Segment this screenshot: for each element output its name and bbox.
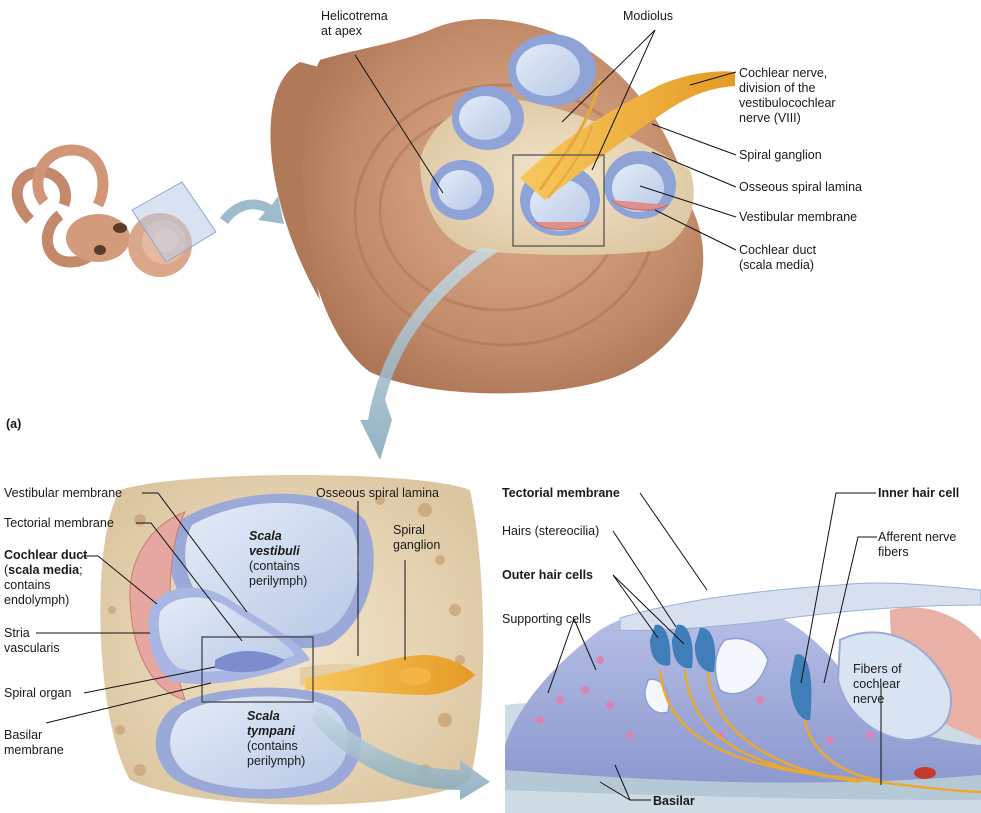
label-stria-2: vascularis [4, 641, 60, 655]
label-fibers-cochlear-3: nerve [853, 692, 884, 706]
label-osseous-lamina-bl: Osseous spiral lamina [316, 486, 439, 500]
label-scala-tympani-1: Scala [247, 709, 280, 723]
label-cochlear-nerve-1: Cochlear nerve, [739, 66, 827, 80]
label-vestibular-membrane-bl: Vestibular membrane [4, 486, 122, 500]
paren-open: ( [4, 563, 9, 577]
label-fibers-cochlear-1: Fibers of [853, 662, 902, 676]
label-tectorial-membrane-bl: Tectorial membrane [4, 516, 114, 530]
leader-lines [36, 29, 882, 801]
inset-box-top [512, 154, 605, 247]
label-scala-tympani-2: tympani [247, 724, 295, 738]
label-modiolus: Modiolus [623, 9, 673, 23]
semicolon: ; [79, 563, 82, 577]
label-osseous-lamina-top: Osseous spiral lamina [739, 180, 862, 194]
curved-arrow-2 [360, 248, 500, 460]
label-cochlear-duct-line4: endolymph) [4, 593, 69, 607]
tectorial-membrane-shape [619, 582, 981, 632]
label-scala-tympani-3: (contains [247, 739, 298, 753]
label-fibers-cochlear-2: cochlear [853, 677, 900, 691]
label-spiral-ganglion-bl-1: Spiral [393, 523, 425, 537]
inner-ear-thumbnail [11, 144, 217, 277]
label-cochlear-duct-line3: contains [4, 578, 51, 592]
cochlear-cross-section [100, 475, 484, 805]
label-scala-vestibuli-4: perilymph) [249, 574, 307, 588]
curved-arrow-1 [220, 196, 284, 224]
label-spiral-ganglion-top: Spiral ganglion [739, 148, 822, 162]
label-spiral-ganglion-bl-2: ganglion [393, 538, 440, 552]
spiral-organ-zoom [505, 582, 981, 813]
label-cochlear-nerve-4: nerve (VIII) [739, 111, 801, 125]
label-basilar-membrane-1: Basilar [4, 728, 42, 742]
curved-arrow-3 [312, 705, 490, 800]
label-scala-vestibuli-3: (contains [249, 559, 300, 573]
label-tectorial-membrane-br: Tectorial membrane [502, 486, 620, 500]
label-hairs: Hairs (stereocilia) [502, 524, 599, 538]
label-afferent-2: fibers [878, 545, 909, 559]
label-outer-hair-cells: Outer hair cells [502, 568, 593, 582]
label-helicotrema-2: at apex [321, 24, 363, 38]
label-cochlear-nerve-3: vestibulocochlear [739, 96, 836, 110]
label-supporting-cells: Supporting cells [502, 612, 591, 626]
spiral-ganglion-nerve [305, 655, 475, 695]
label-cochlear-duct-top-1: Cochlear duct [739, 243, 817, 257]
label-basilar-br: Basilar [653, 794, 695, 808]
cochlea-cutaway [270, 19, 735, 394]
cochlear-turns [430, 34, 676, 236]
label-scala-tympani-4: perilymph) [247, 754, 305, 768]
label-vestibular-membrane-top: Vestibular membrane [739, 210, 857, 224]
label-stria-1: Stria [4, 626, 30, 640]
label-cochlear-nerve-2: division of the [739, 81, 815, 95]
label-cochlear-duct-title: Cochlear duct [4, 548, 88, 562]
label-afferent-1: Afferent nerve [878, 530, 956, 544]
scala-media-text: scala media [8, 563, 80, 577]
label-cochlear-duct-top-2: (scala media) [739, 258, 814, 272]
label-scala-vestibuli-1: Scala [249, 529, 282, 543]
label-basilar-membrane-2: membrane [4, 743, 64, 757]
label-spiral-organ: Spiral organ [4, 686, 71, 700]
label-helicotrema-1: Helicotrema [321, 9, 388, 23]
label-cochlear-duct-line2: (scala media; [4, 563, 83, 577]
cochlear-nerve-bundle [520, 71, 735, 200]
label-inner-hair-cell: Inner hair cell [878, 486, 959, 500]
label-scala-vestibuli-2: vestibuli [249, 544, 300, 558]
panel-tag: (a) [6, 417, 21, 431]
